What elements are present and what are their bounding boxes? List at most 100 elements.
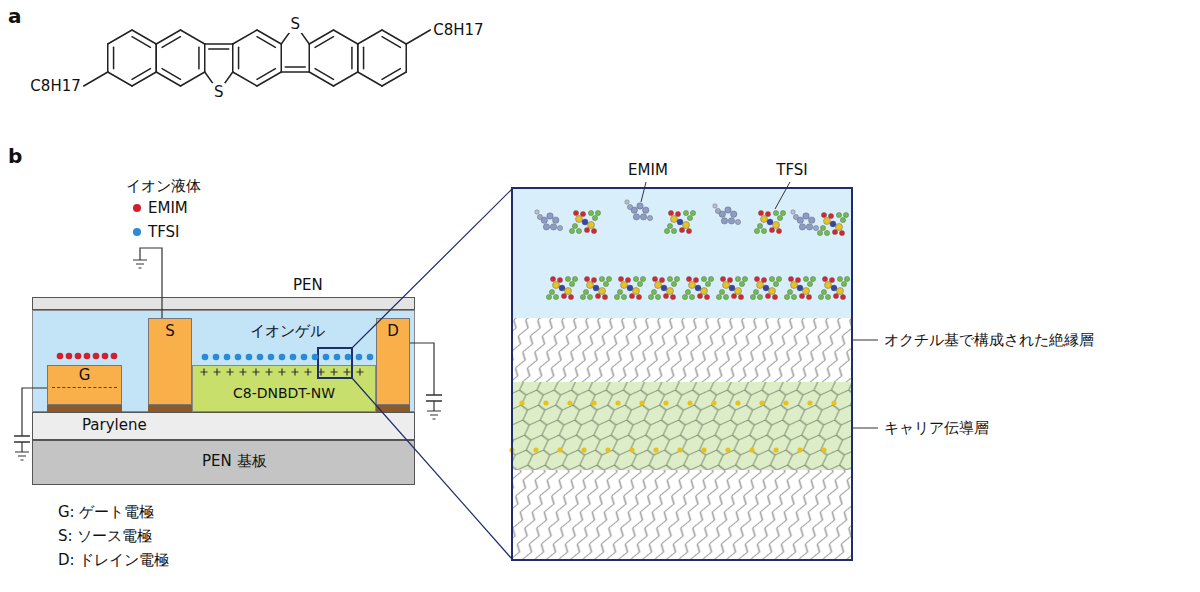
- chemical-bond: [204, 44, 206, 72]
- node-label: S: [165, 322, 175, 340]
- atom: [584, 227, 589, 232]
- atom: [636, 294, 641, 299]
- atom: [844, 276, 849, 281]
- ground-symbol: [133, 260, 147, 268]
- atom: [670, 294, 675, 299]
- atom: [803, 288, 810, 295]
- hole-charge: [201, 369, 208, 376]
- emim-molecule: [791, 210, 819, 231]
- atom: [809, 217, 815, 223]
- legend-label: TFSI: [148, 223, 179, 241]
- atom: [841, 281, 846, 286]
- node-shape: [149, 319, 192, 405]
- atom: [836, 212, 841, 217]
- atom: [761, 216, 768, 223]
- sulfur-atom: [567, 400, 572, 405]
- sulfur-atom: [653, 447, 658, 452]
- atom: [840, 294, 845, 299]
- atom: [667, 276, 672, 281]
- atom: [621, 294, 626, 299]
- atom: [661, 285, 667, 291]
- ground-symbol: [427, 411, 441, 419]
- atom: [587, 294, 592, 299]
- panel-letter: a: [8, 4, 22, 28]
- node-label: D: [387, 322, 399, 340]
- atom: [549, 289, 554, 294]
- hole-charge: [318, 369, 325, 376]
- chemical-bond: [108, 30, 132, 44]
- anion-dot: [323, 354, 330, 361]
- anion-dot: [224, 354, 231, 361]
- atom: [568, 294, 573, 299]
- atom: [573, 210, 578, 215]
- atom: [592, 215, 597, 220]
- atom: [553, 282, 560, 289]
- chemical-bond: [155, 44, 157, 72]
- atom: [689, 294, 694, 299]
- atom: [719, 289, 724, 294]
- atom: [643, 207, 649, 213]
- atom: [655, 294, 660, 299]
- chemical-bond: [309, 72, 333, 86]
- anion-dot: [235, 354, 242, 361]
- node-shape: [48, 366, 122, 405]
- chemical-bond: [180, 72, 204, 86]
- tfsi-molecule: [569, 210, 600, 233]
- legend-swatch: [133, 204, 141, 212]
- leader-line: [775, 182, 790, 209]
- hole-charge: [227, 369, 234, 376]
- atom: [640, 214, 646, 220]
- atom: [750, 294, 755, 299]
- zoom-panel: [512, 188, 852, 560]
- tfsi-molecule: [648, 276, 679, 299]
- atom: [757, 282, 764, 289]
- conduction-lattice: [512, 382, 852, 470]
- atom: [735, 276, 740, 281]
- atom: [843, 212, 848, 217]
- atom: [701, 276, 706, 281]
- chemical-bond: [285, 66, 305, 68]
- atom: [687, 215, 692, 220]
- atom: [821, 212, 826, 217]
- atom: [765, 293, 770, 298]
- atom: [606, 276, 611, 281]
- atom: [701, 288, 708, 295]
- atom: [727, 277, 732, 282]
- atom: [839, 230, 844, 235]
- hole-charge: [253, 369, 260, 376]
- chemical-bond: [315, 37, 333, 48]
- atom: [824, 218, 831, 225]
- atom: [625, 277, 630, 282]
- cation-dot: [75, 353, 82, 360]
- chemical-bond: [162, 69, 180, 80]
- atom: [588, 222, 595, 229]
- sulfur-atom: [749, 447, 754, 452]
- atom: [683, 210, 688, 215]
- sulfur-atom: [543, 400, 548, 405]
- atom: [683, 222, 690, 229]
- atom: [695, 285, 701, 291]
- atom: [828, 213, 833, 218]
- atom-label: S: [212, 83, 226, 101]
- sulfur-atom: [701, 447, 706, 452]
- atom: [559, 285, 565, 291]
- atom: [753, 289, 758, 294]
- atom: [787, 289, 792, 294]
- atom: [788, 276, 793, 281]
- atom: [576, 216, 583, 223]
- chemical-bond: [132, 30, 156, 44]
- atom: [837, 288, 844, 295]
- atom: [664, 228, 669, 233]
- ion-gel-region: イオンゲルGSC8-DNBDT-NWD: [32, 310, 415, 412]
- atom: [651, 289, 656, 294]
- nanowire-layer: C8-DNBDT-NW: [192, 365, 376, 412]
- atom: [818, 294, 823, 299]
- leader-line: [853, 340, 878, 341]
- atom: [833, 293, 838, 298]
- atom: [754, 228, 759, 233]
- chemical-bond: [363, 47, 365, 68]
- chemical-bond: [308, 44, 310, 72]
- atom: [599, 288, 606, 295]
- atom: [825, 282, 832, 289]
- atom: [572, 223, 577, 228]
